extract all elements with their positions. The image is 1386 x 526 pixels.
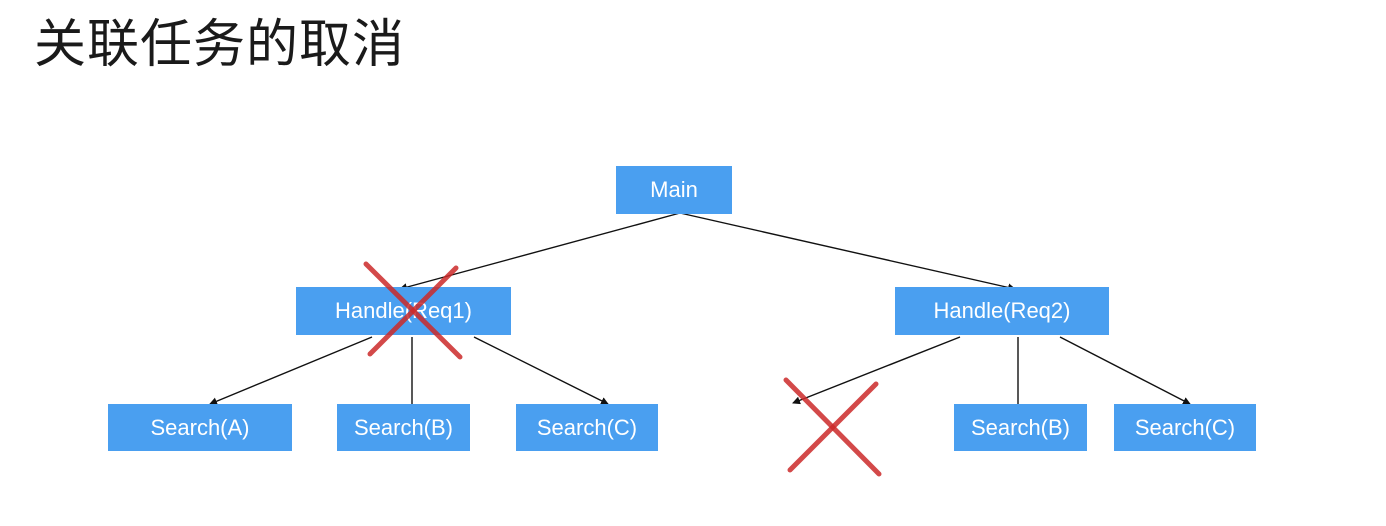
edge-handle1-search-c (473, 336, 609, 405)
edge-handle2-search-c (1059, 336, 1191, 405)
node-handle-req2: Handle(Req2) (895, 287, 1109, 335)
node-search-c-req2: Search(C) (1114, 404, 1256, 451)
node-main: Main (616, 166, 732, 214)
edge-handle2-search-a-cancelled (792, 336, 961, 405)
edge-handle1-search-a (209, 336, 373, 406)
node-search-b-req1: Search(B) (337, 404, 470, 451)
node-search-c-req1: Search(C) (516, 404, 658, 451)
node-search-b-req2: Search(B) (954, 404, 1087, 451)
edge-main-handle1 (399, 212, 681, 292)
edge-main-handle2 (679, 212, 1016, 292)
node-handle-req1: Handle(Req1) (296, 287, 511, 335)
cancel-mark-search-a-req2 (783, 377, 882, 477)
node-search-a: Search(A) (108, 404, 292, 451)
page-title: 关联任务的取消 (34, 15, 406, 75)
